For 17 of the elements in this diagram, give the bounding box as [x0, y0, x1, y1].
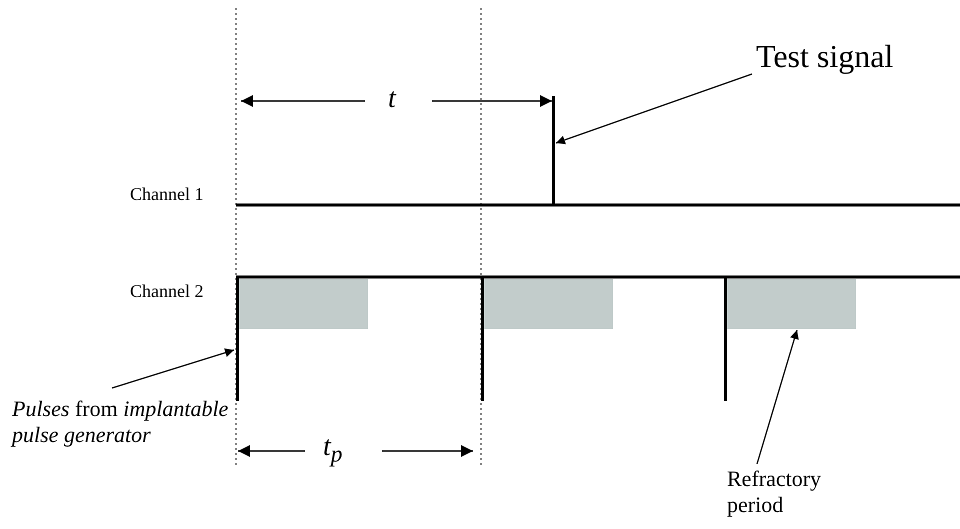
pulse-label: Pulses from implantable pulse generator: [12, 396, 232, 448]
refractory-bar: [484, 279, 613, 329]
refractory-bar: [239, 279, 368, 329]
leader-line: [112, 348, 234, 389]
dimension-label: t: [388, 84, 396, 115]
leader-line: [756, 330, 799, 464]
refractory-label: Refractory period: [727, 466, 867, 518]
refractory-bar: [727, 279, 856, 329]
channel-label: Channel 2: [130, 282, 204, 302]
pulse-line: [724, 277, 727, 401]
test-signal-spike: [552, 96, 555, 206]
dimension-label: t$_{p}$: [323, 432, 342, 468]
channel-label: Channel 1: [130, 185, 204, 205]
signal-label: Test signal: [756, 38, 894, 76]
pulse-line: [481, 277, 484, 401]
leader-line: [556, 73, 752, 144]
pulse-line: [236, 277, 239, 401]
